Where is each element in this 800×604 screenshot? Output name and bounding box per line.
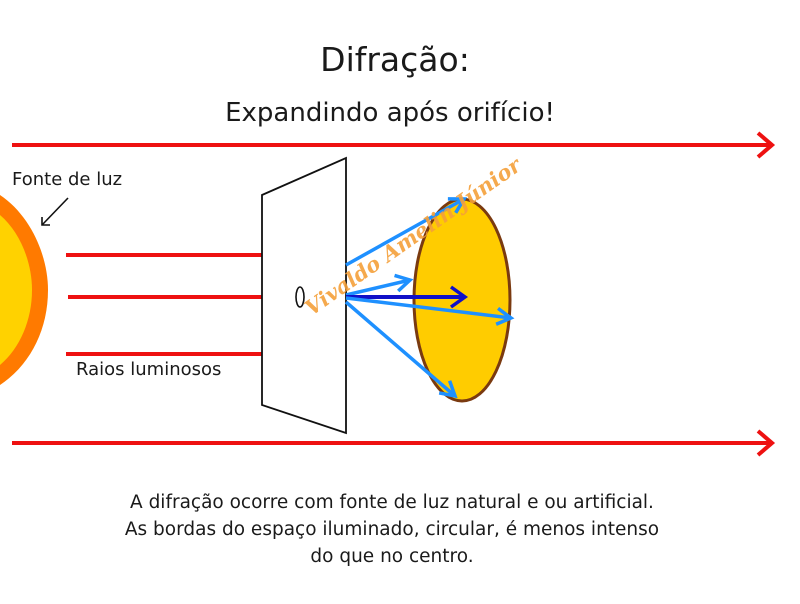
caption-line-1: A difração ocorre com fonte de luz natur… [130,492,654,513]
orifice-hole [295,286,305,308]
caption-line-2: As bordas do espaço iluminado, circular,… [124,519,660,540]
light-source-label: Fonte de luz [12,169,123,190]
diffracted-ray-upper [345,197,468,267]
source-pointer-arrow [41,197,69,226]
diffracted-ray-lower [344,300,458,399]
diffracted-ray-mid-lower [345,296,515,326]
light-source-sun [0,195,48,385]
diagram-subtitle: Expandindo após orifício! [225,98,555,128]
caption-line-3: do que no centro. [310,546,474,567]
diagram-title: Difração: [320,40,470,79]
caption-text: A difração ocorre com fonte de luz natur… [0,489,784,570]
diffracted-ray-mid-upper [345,273,414,297]
light-rays-label: Raios luminosos [76,359,222,380]
